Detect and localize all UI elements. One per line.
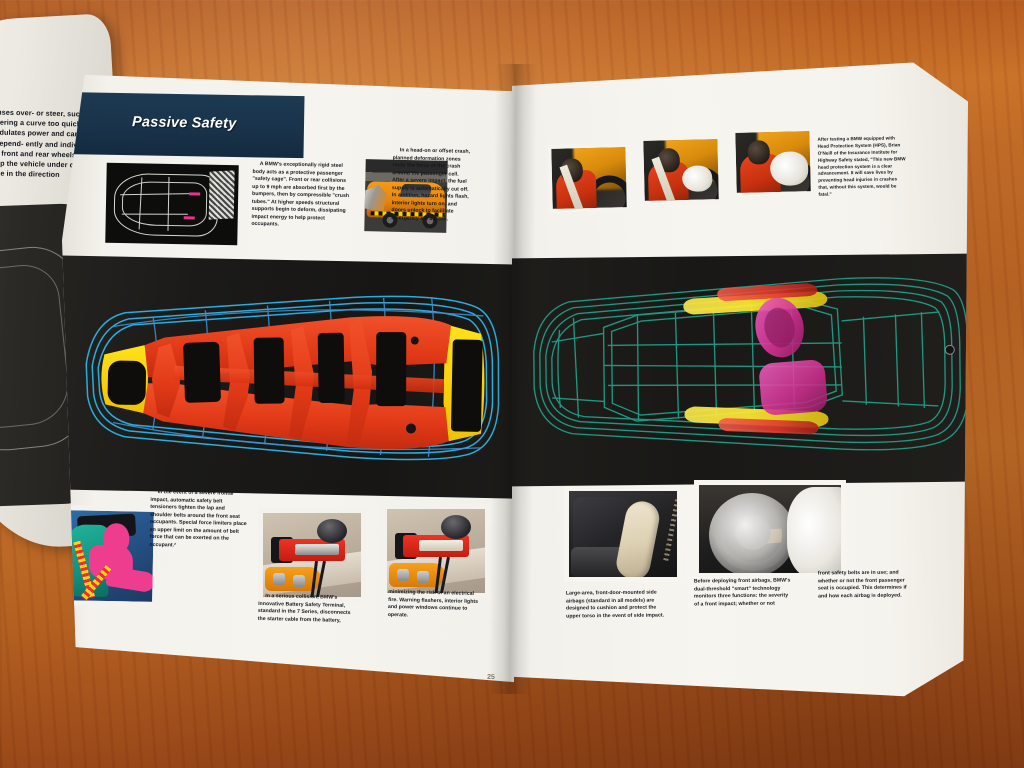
wireframe-line [121,213,188,215]
clamp-bolt [273,573,285,585]
page-title: Passive Safety [131,114,237,133]
driver-airbag-deployed [709,493,795,573]
battery-safety-terminal-photo-2 [382,504,490,598]
terminal-core-disconnected [419,540,463,551]
airbag-deployed [769,151,809,187]
body-cage-wireframe-inset [105,162,239,246]
col-smart-airbags: Before deploying front airbags, BMW's du… [693,577,791,608]
dummy-sequence-photo-1 [547,143,631,213]
side-airbag-photo [564,486,682,582]
body-structure-hero [62,255,514,499]
airbag-inflating [681,165,713,192]
airbag-system-diagram [533,277,968,451]
airbag-seam [662,499,677,563]
col-hps-quote: After testing a BMW equipped with Head P… [817,135,906,197]
clamp-bolt [417,571,429,583]
clamp-bolt [293,575,305,587]
terminal-knob [441,515,471,539]
col-safety-cage: A BMW's exceptionally rigid steel body a… [251,161,350,228]
dummy-sequence-photo-3 [731,127,815,197]
steering-wheel-airbag-photo [694,480,846,578]
battery-safety-terminal-photo-1 [258,508,366,602]
col-deformation-zones: In a head-on or offset crash, planned de… [391,147,471,223]
right-page[interactable]: After testing a BMW equipped with Head P… [512,62,968,697]
col-electrical-fire: minimizing the risk of an electrical fir… [387,588,479,618]
col-belt-tensioners: In the event of a severe frontal impact,… [149,489,247,549]
impact-marker [189,192,201,196]
dummy-head [747,140,771,165]
col-side-airbags: Large-area, front-door-mounted side airb… [565,589,665,620]
col-airbag-deployment: front safety belts are in use; and wheth… [817,569,907,600]
section-header-band: Passive Safety [62,91,305,159]
page-number: 25 [486,673,495,682]
occupant-legs [105,565,156,594]
belt-tensioner-illustration [62,505,159,607]
body-structure-diagram [85,295,500,461]
passenger-airbag-deployed [787,487,841,573]
col-battery-terminal: In a serious collision, BMW's innovative… [257,593,351,624]
airbag-system-hero [512,253,968,487]
clamp-bolt [397,569,409,581]
terminal-knob [317,519,347,543]
impact-marker [183,216,195,220]
terminal-core [295,544,339,555]
crash-barrier-hatch [208,170,235,220]
car-wireframe-icon [113,172,219,237]
left-page[interactable]: Passive Safety [62,74,514,683]
dummy-sequence-photo-2 [639,135,723,205]
